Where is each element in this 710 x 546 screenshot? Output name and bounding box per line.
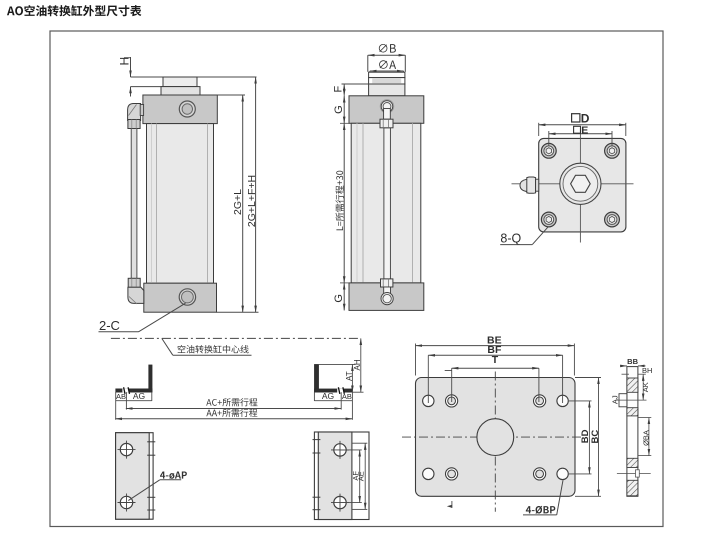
svg-text:2G+L+F+H: 2G+L+F+H <box>246 175 258 227</box>
svg-text:AE: AE <box>357 471 366 481</box>
svg-text:G: G <box>333 105 345 114</box>
svg-text:AK: AK <box>641 382 650 392</box>
svg-text:AJ: AJ <box>611 395 620 404</box>
svg-text:BB: BB <box>627 357 638 366</box>
svg-text:ØBA: ØBA <box>642 430 651 446</box>
svg-text:AH: AH <box>353 359 362 370</box>
svg-text:8-Q: 8-Q <box>500 231 521 245</box>
svg-text:AG: AG <box>133 391 145 401</box>
svg-text:AB: AB <box>116 392 126 401</box>
svg-text:AG: AG <box>322 391 334 401</box>
svg-text:AB: AB <box>342 392 352 401</box>
svg-text:2G+L: 2G+L <box>232 189 244 215</box>
svg-text:BC: BC <box>590 430 601 444</box>
svg-text:F: F <box>332 85 344 92</box>
svg-text:BD: BD <box>580 429 591 443</box>
svg-text:2-C: 2-C <box>99 318 120 333</box>
svg-text:D: D <box>581 112 590 126</box>
svg-text:BH: BH <box>642 366 652 375</box>
svg-text:H: H <box>117 57 131 66</box>
svg-text:T: T <box>492 354 499 366</box>
svg-text:G: G <box>333 294 345 303</box>
svg-text:E: E <box>581 124 588 136</box>
svg-text:AF: AF <box>351 471 360 481</box>
svg-text:BF: BF <box>487 344 502 356</box>
svg-text:BE: BE <box>487 334 502 346</box>
svg-text:AT: AT <box>345 371 354 381</box>
